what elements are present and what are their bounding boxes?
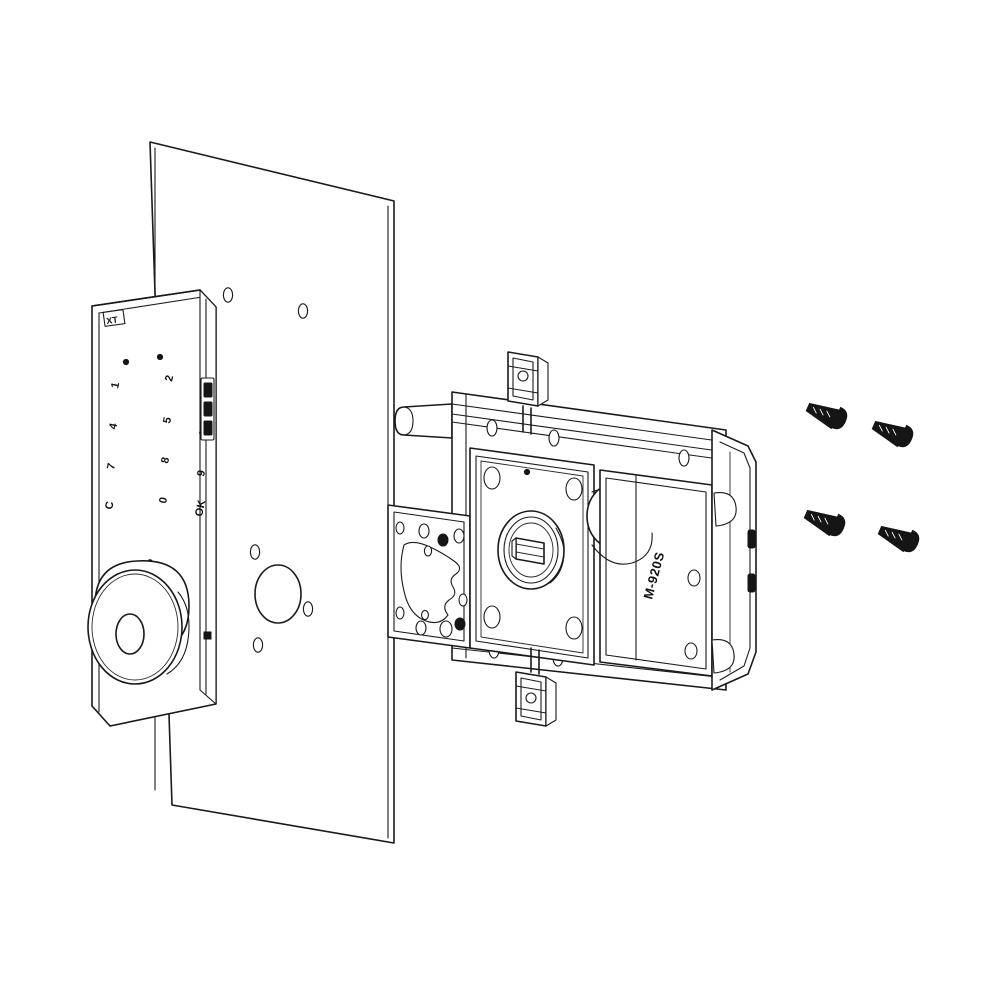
- plate-hole: [418, 523, 430, 539]
- door-mounting-hole: [249, 544, 261, 560]
- keypad-key-8[interactable]: 8: [159, 456, 172, 464]
- splined-shaft: [511, 537, 545, 565]
- chassis-hole: [548, 429, 560, 447]
- side-port-2[interactable]: [203, 401, 213, 417]
- brand-logo-text: XT: [106, 314, 119, 326]
- door-mounting-hole: [252, 637, 264, 653]
- keypad-key-ok[interactable]: OK: [193, 499, 208, 518]
- shell-slot: [747, 529, 756, 549]
- side-port-group[interactable]: [200, 377, 215, 441]
- keypad-key-1[interactable]: 1: [109, 381, 122, 389]
- chassis-hole: [486, 419, 498, 437]
- plate-hole-filled: [454, 617, 466, 631]
- mounting-screw: [803, 509, 846, 537]
- plate-corner-hole: [565, 477, 583, 501]
- screw-boss: [687, 569, 701, 587]
- front-keypad-panel[interactable]: XT 1 1 2 3 4 5 6 7 8 9 C: [87, 289, 239, 1000]
- side-port-3[interactable]: [203, 420, 213, 436]
- chassis-rail: [451, 413, 727, 453]
- chassis-hole: [678, 449, 690, 467]
- plate-corner-hole: [483, 605, 501, 629]
- plate-hole-filled: [437, 533, 449, 547]
- brand-logo: XT: [102, 309, 126, 327]
- rear-lock-body: M-920S: [387, 351, 757, 727]
- battery-compartment: M-920S: [591, 469, 713, 677]
- thumb-turn-knob[interactable]: [87, 560, 190, 685]
- keypad-key-0[interactable]: 0: [157, 496, 170, 504]
- keypad-key-7[interactable]: 7: [105, 462, 118, 470]
- mounting-screw: [805, 402, 848, 430]
- plate-hole: [439, 620, 453, 638]
- mounting-plate: [469, 447, 595, 666]
- side-port-1[interactable]: [203, 382, 213, 398]
- keypad-key-9[interactable]: 9: [195, 469, 208, 477]
- rear-outer-shell: [711, 429, 757, 691]
- plate-hole: [423, 545, 433, 557]
- screw-boss: [684, 642, 698, 660]
- spindle-assembly: [497, 510, 565, 590]
- plate-hole: [395, 606, 405, 620]
- keypad-key-5[interactable]: 5: [161, 416, 174, 424]
- keypad-key-clear[interactable]: C: [103, 500, 116, 510]
- plate-hole: [415, 620, 427, 636]
- plate-corner-hole: [565, 616, 583, 640]
- plate-hole: [453, 528, 465, 544]
- panel-stud: [203, 631, 212, 640]
- mounting-screw: [877, 525, 920, 553]
- keypad-key-4[interactable]: 4: [107, 421, 120, 430]
- door-cylinder-hole: [254, 564, 302, 624]
- plate-hole: [395, 521, 405, 535]
- door-mounting-hole: [302, 601, 314, 617]
- plate-hole: [421, 609, 429, 621]
- gasket-template-plate: [387, 504, 471, 649]
- plate-hole: [458, 593, 468, 607]
- mounting-screw: [871, 420, 914, 448]
- door-mounting-hole: [297, 303, 309, 319]
- indicator-led: [122, 358, 130, 366]
- shell-slot: [747, 573, 756, 593]
- indicator-led: [156, 353, 164, 361]
- latch-bolt-cylinder: [394, 403, 453, 439]
- plate-corner-hole: [483, 466, 501, 490]
- latch-bracket-top: [507, 351, 549, 435]
- pilot-mark: [523, 468, 531, 476]
- latch-bracket-bottom: [515, 647, 557, 727]
- door-mounting-hole: [222, 287, 234, 303]
- keypad-key-2[interactable]: 2: [163, 374, 176, 382]
